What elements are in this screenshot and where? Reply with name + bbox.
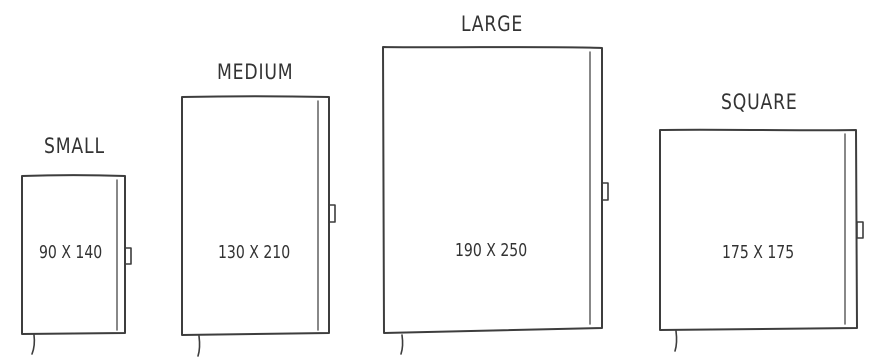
size-label-square: SQUARE <box>721 90 798 114</box>
dimension-label-large: 190 X 250 <box>455 240 527 261</box>
bookmark-tab-square <box>857 222 863 238</box>
dimension-label-square: 175 X 175 <box>722 242 794 263</box>
dimension-label-medium: 130 X 210 <box>218 242 290 263</box>
size-label-medium: MEDIUM <box>217 60 293 84</box>
size-label-large: LARGE <box>461 12 523 36</box>
notebook-large <box>383 47 608 354</box>
dimension-label-small: 90 X 140 <box>39 242 102 263</box>
notebook-small <box>22 175 131 354</box>
notebook-square <box>660 130 863 351</box>
size-label-small: SMALL <box>44 134 105 158</box>
notebook-medium <box>182 96 335 356</box>
